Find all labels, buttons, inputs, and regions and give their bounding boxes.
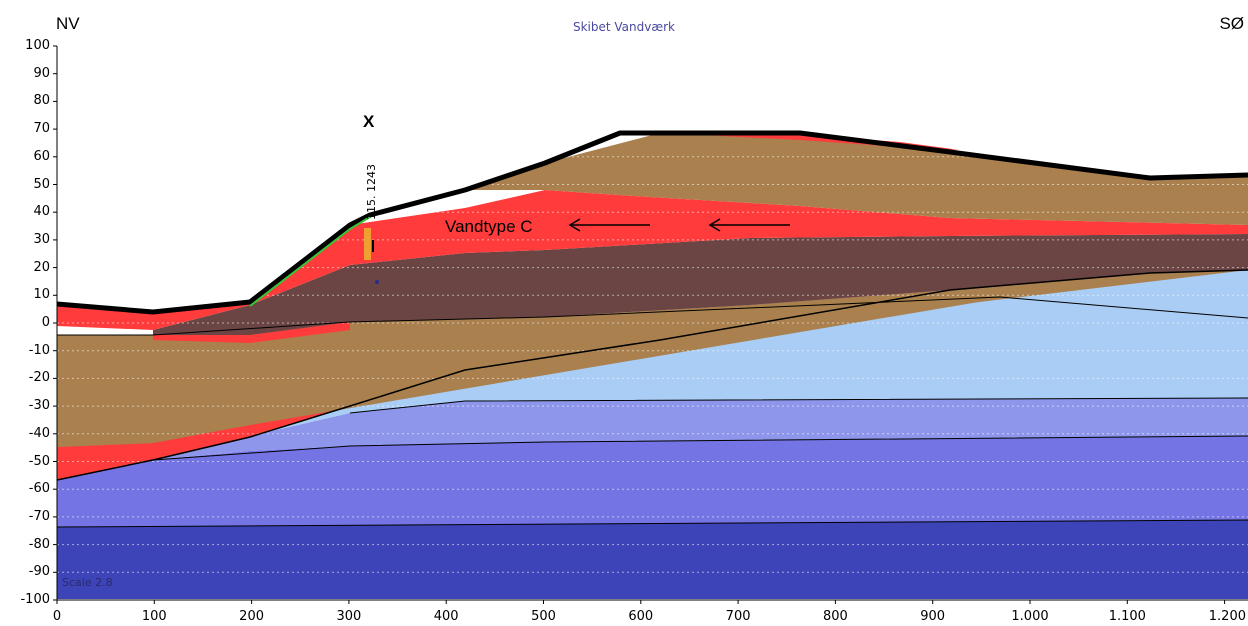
y-tick-label: -90 <box>28 564 50 580</box>
layer-lower-red <box>57 406 350 480</box>
y-tick-label: 10 <box>33 287 50 303</box>
plot-area: Vandtype C X 115. 1243 Scale 2.8 <box>56 73 1248 599</box>
layer-mid-blue <box>153 398 1248 460</box>
x-tick-label: 600 <box>628 609 654 624</box>
chart-title: Skibet Vandværk <box>572 20 676 34</box>
layer-dark-brown <box>153 234 1248 335</box>
y-tick-label: -60 <box>28 481 50 497</box>
layer-lower-brown-fill <box>57 273 1150 447</box>
layer-thin-red-band <box>153 322 350 343</box>
x-tick-label: 100 <box>141 609 167 624</box>
x-tick-label: 800 <box>822 609 848 624</box>
direction-label-right: SØ <box>1219 14 1244 33</box>
x-tick-label: 0 <box>52 609 62 624</box>
y-tick-label: 40 <box>33 204 50 220</box>
layer-blue <box>57 436 1248 527</box>
y-tick-label: -80 <box>28 536 50 552</box>
x-tick-label: 500 <box>531 609 556 624</box>
boundary-line-2 <box>152 435 1248 461</box>
water-type-label: Vandtype C <box>445 217 533 236</box>
x-tick-label: 1.200 <box>1208 609 1246 624</box>
well-bottom-dot <box>375 280 379 284</box>
flow-arrow-2 <box>708 218 790 232</box>
x-tick-label: 1.100 <box>1108 609 1146 624</box>
x-tick-label: 700 <box>725 609 751 624</box>
layer-light-blue <box>153 270 1248 460</box>
y-tick-label: -50 <box>28 453 50 469</box>
x-tick-label: 400 <box>433 609 459 624</box>
boundary-line-5 <box>57 296 1248 336</box>
y-tick-label: -10 <box>28 342 50 358</box>
y-tick-label: 60 <box>33 148 50 164</box>
boundary-line-3 <box>349 397 1248 414</box>
boundary-line-1 <box>56 269 1248 481</box>
y-tick-label: 70 <box>33 121 50 137</box>
scale-label: Scale 2.8 <box>62 576 113 589</box>
surface-highlight-green <box>249 216 371 307</box>
well-marker-x: X <box>363 112 375 131</box>
y-tick-label: 90 <box>33 65 50 81</box>
gridlines <box>57 73 1248 573</box>
y-tick-label: 30 <box>33 231 50 247</box>
y-tick-label: 50 <box>33 176 50 192</box>
layer-dark-blue <box>57 520 1248 599</box>
y-tick-label: -20 <box>28 370 50 386</box>
well-filter-marker <box>372 240 374 252</box>
y-tick-label: -40 <box>28 425 50 441</box>
y-tick-label: 0 <box>41 315 50 330</box>
y-axis-ticks <box>53 45 57 601</box>
y-tick-label: 20 <box>33 259 50 275</box>
x-tick-label: 300 <box>336 609 362 624</box>
x-tick-label: 900 <box>920 609 946 624</box>
y-tick-label: 100 <box>25 38 50 53</box>
x-tick-label: 1.000 <box>1011 609 1049 624</box>
y-tick-label: -100 <box>20 592 50 607</box>
direction-label-left: NV <box>56 14 80 33</box>
ground-surface-line <box>56 130 1248 315</box>
x-axis-ticks <box>56 600 1226 604</box>
y-tick-label: -30 <box>28 398 50 414</box>
y-tick-label: 80 <box>33 93 50 109</box>
well-screen-marker <box>364 228 371 260</box>
x-tick-label: 200 <box>239 609 264 624</box>
layer-upper-brown <box>465 133 1248 225</box>
well-id-label: 115. 1243 <box>365 164 378 220</box>
y-tick-label: -70 <box>28 508 50 524</box>
flow-arrow-1 <box>568 218 650 232</box>
boundary-line-4 <box>56 519 1248 528</box>
